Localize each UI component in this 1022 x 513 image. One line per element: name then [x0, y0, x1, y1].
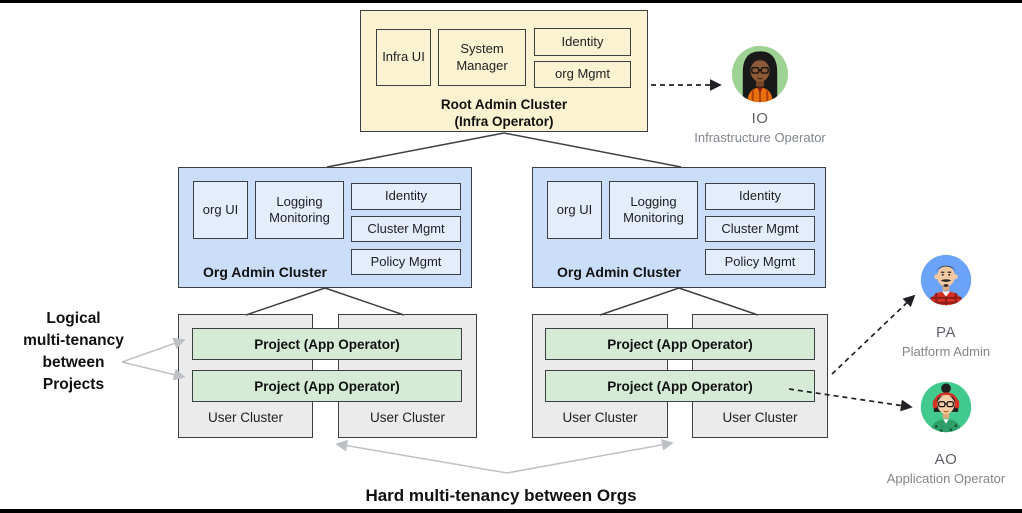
chip-org-ui: org UI	[193, 181, 248, 239]
root-to-left-org-line	[326, 132, 505, 168]
project-bar: Project (App Operator)	[545, 328, 815, 360]
user-cluster-label: User Cluster	[207, 410, 283, 425]
project-bar: Project (App Operator)	[545, 370, 815, 402]
persona-ao: AO Application Operator	[871, 381, 1021, 486]
persona-role: Application Operator	[886, 471, 1006, 486]
user-cluster-label: User Cluster	[562, 410, 638, 425]
left-org-to-usercluster2-line	[324, 287, 405, 316]
chip-system-manager: System Manager	[438, 29, 526, 86]
user-cluster-label: User Cluster	[369, 410, 445, 425]
user-cluster-group-left: User Cluster User Cluster Project (App O…	[178, 314, 477, 438]
bottom-border	[0, 509, 1022, 513]
chip-identity: Identity	[705, 183, 815, 210]
logical-multitenancy-label: Logical multi-tenancy between Projects	[2, 308, 145, 396]
hard-multitenancy-label: Hard multi-tenancy between Orgs	[365, 486, 637, 505]
persona-code: IO	[751, 110, 769, 127]
root-cluster-subtitle: (Infra Operator)	[454, 113, 554, 129]
chip-logging-monitoring: Logging Monitoring	[609, 181, 698, 239]
chip-org-mgmt: org Mgmt	[534, 61, 631, 88]
root-cluster-title: Root Admin Cluster	[440, 97, 568, 112]
org-cluster-title: Org Admin Cluster	[557, 264, 681, 280]
persona-code: PA	[936, 324, 956, 341]
project-bar: Project (App Operator)	[192, 370, 462, 402]
io-avatar-icon	[731, 45, 789, 103]
org-admin-cluster-right: org UI Logging Monitoring Identity Clust…	[532, 167, 826, 288]
logical-label-line: between	[42, 354, 105, 371]
user-cluster-group-right: User Cluster User Cluster Project (App O…	[532, 314, 828, 438]
root-to-right-org-line	[503, 132, 682, 168]
root-admin-cluster: Infra UI System Manager Identity org Mgm…	[360, 10, 648, 132]
chip-cluster-mgmt: Cluster Mgmt	[705, 216, 815, 242]
persona-role: Platform Admin	[901, 344, 991, 359]
top-border	[0, 0, 1022, 3]
ao-avatar-icon	[920, 381, 972, 433]
persona-io: IO Infrastructure Operator	[685, 45, 835, 145]
chip-policy-mgmt: Policy Mgmt	[351, 249, 461, 275]
pa-avatar-icon	[920, 254, 972, 306]
right-org-to-usercluster1-line	[599, 287, 680, 316]
right-org-to-usercluster2-line	[678, 287, 759, 316]
org-admin-cluster-left: org UI Logging Monitoring Identity Clust…	[178, 167, 472, 288]
persona-role: Infrastructure Operator	[694, 130, 826, 145]
chip-identity: Identity	[351, 183, 461, 210]
persona-code: AO	[934, 451, 958, 468]
logical-label-line: Projects	[42, 376, 105, 393]
hard-multitenancy-arrow	[335, 438, 674, 474]
chip-org-ui: org UI	[547, 181, 602, 239]
project-bar: Project (App Operator)	[192, 328, 462, 360]
logical-label-line: Logical	[46, 310, 101, 327]
user-cluster-label: User Cluster	[722, 410, 798, 425]
persona-pa: PA Platform Admin	[871, 254, 1021, 359]
chip-logging-monitoring: Logging Monitoring	[255, 181, 344, 239]
chip-policy-mgmt: Policy Mgmt	[705, 249, 815, 275]
chip-infra-ui: Infra UI	[376, 29, 431, 86]
chip-identity: Identity	[534, 28, 631, 56]
org-cluster-title: Org Admin Cluster	[203, 264, 327, 280]
chip-cluster-mgmt: Cluster Mgmt	[351, 216, 461, 242]
left-org-to-usercluster1-line	[245, 287, 326, 316]
logical-label-line: multi-tenancy	[23, 332, 124, 349]
